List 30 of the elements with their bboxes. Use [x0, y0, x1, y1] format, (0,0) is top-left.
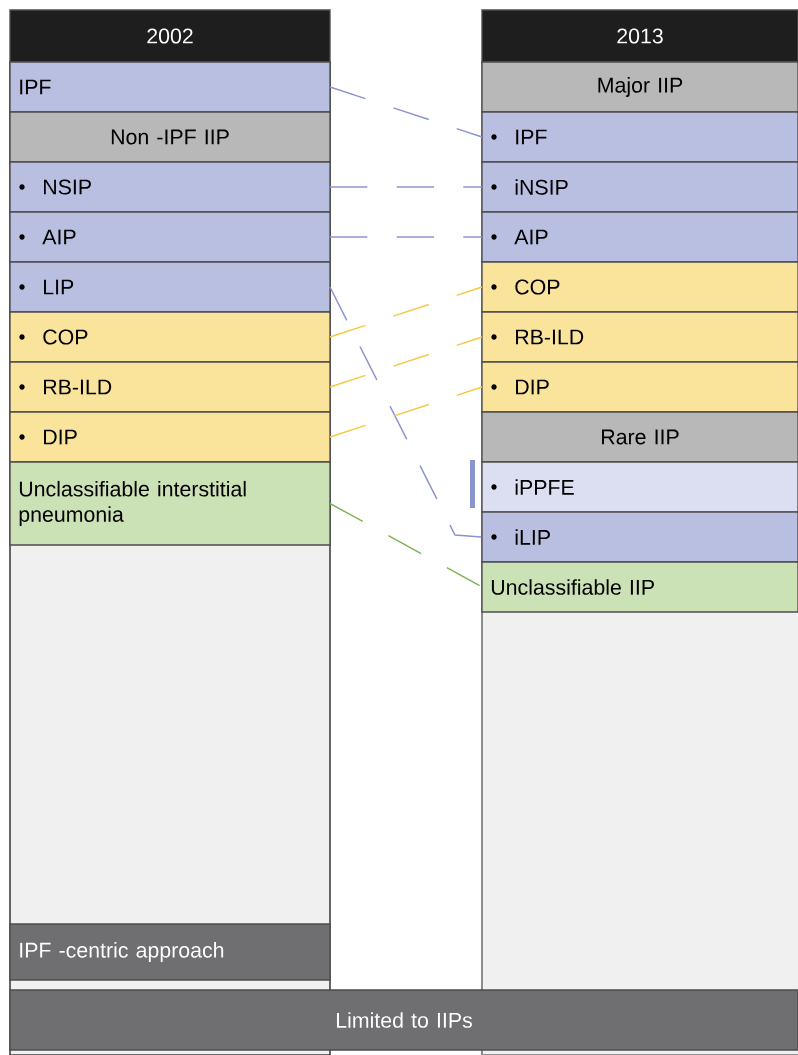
- category-box: RB-ILD: [9, 361, 331, 413]
- year-header: 2002: [9, 9, 331, 63]
- category-box: iNSIP: [481, 161, 798, 213]
- category-box: LIP: [9, 261, 331, 313]
- approach-box: IPF -centric approach: [9, 923, 331, 981]
- group-header: Rare IIP: [481, 411, 798, 463]
- category-box: RB-ILD: [481, 311, 798, 363]
- category-box: Unclassifiable IIP: [481, 561, 798, 613]
- scope-bar: Limited to IIPs: [9, 989, 798, 1051]
- category-box: iLIP: [481, 511, 798, 563]
- group-header: Major IIP: [481, 61, 798, 113]
- dashed-connector: [329, 236, 483, 238]
- category-box: COP: [9, 311, 331, 363]
- category-box: DIP: [9, 411, 331, 463]
- category-box: NSIP: [9, 161, 331, 213]
- category-box: Unclassifiable interstitial pneumonia: [9, 461, 331, 546]
- category-box: AIP: [481, 211, 798, 263]
- dashed-connector: [329, 336, 483, 388]
- category-box: DIP: [481, 361, 798, 413]
- year-header: 2013: [481, 9, 798, 63]
- dashed-connector: [329, 86, 483, 138]
- dashed-connector: [329, 286, 483, 338]
- category-box: AIP: [9, 211, 331, 263]
- category-box: IPF: [481, 111, 798, 163]
- category-box: iPPFE: [481, 461, 798, 513]
- category-box: COP: [481, 261, 798, 313]
- dashed-connector: [329, 186, 483, 188]
- group-header: Non -IPF IIP: [9, 111, 331, 163]
- category-box: IPF: [9, 61, 331, 113]
- dashed-connector: [329, 386, 483, 438]
